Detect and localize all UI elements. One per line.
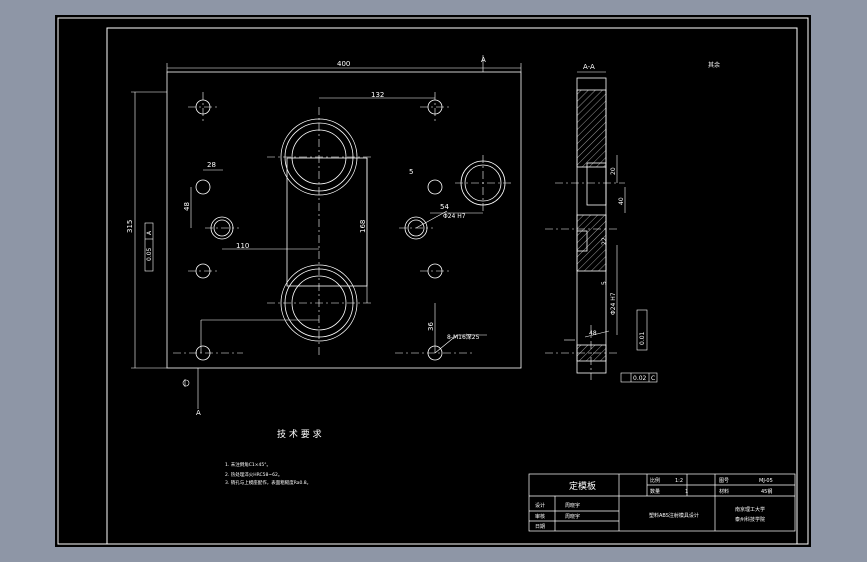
dim-132: 132	[371, 91, 384, 99]
hole-left-mid-inner	[213, 219, 231, 237]
side-dim-20: 20	[610, 167, 617, 175]
tolerance-frame-b	[636, 309, 648, 351]
check-value: 周晓宇	[565, 513, 580, 520]
side-dim-40: 40	[618, 197, 625, 205]
center-slot	[286, 157, 368, 287]
check-label: 审核	[535, 513, 545, 520]
side-dim-5: 5	[601, 281, 608, 285]
plan-view	[166, 71, 522, 369]
datum-frame-a	[144, 222, 154, 272]
school-name-2: 泰州科技学院	[735, 516, 765, 523]
drawing-no-value: MJ-05	[759, 478, 773, 484]
hole-right-mid-inner	[407, 219, 425, 237]
locating-ring-inner	[464, 164, 502, 202]
plate-outline	[166, 71, 522, 369]
date-label: 日期	[535, 524, 545, 530]
scale-value: 1:2	[675, 478, 683, 484]
section-dimension-lines	[564, 71, 626, 341]
section-label: A-A	[583, 63, 595, 71]
design-label: 设计	[535, 502, 545, 509]
tolerance-value-a: 0.05	[146, 247, 153, 261]
requirement-item: 1. 未注倒角C1×45°。	[225, 461, 271, 468]
dim-54: 54	[440, 203, 449, 211]
qty-value: 1	[685, 489, 688, 495]
requirement-item: 3. 销孔与上模座配作，表面粗糙度Ra0.8。	[225, 479, 311, 486]
section-hatch-top	[576, 89, 607, 168]
drawing-canvas[interactable]: 400 315 132 28 48 110 168 54 36 5 A A Φ2…	[55, 15, 811, 547]
cut-marker-top: A	[481, 56, 486, 64]
qty-label: 数量	[650, 488, 660, 495]
lower-bushing-inner	[291, 275, 347, 331]
side-dim-hole: Φ24 H7	[610, 292, 617, 315]
outer-border	[57, 17, 809, 545]
inner-border	[106, 27, 798, 545]
cut-marker-bottom: A	[196, 409, 201, 417]
side-dim-22: 22	[601, 237, 608, 245]
school-name-1: 南京理工大学	[735, 506, 765, 513]
hole-note-2: 8-M16深25	[447, 333, 480, 341]
material-label: 材料	[719, 488, 729, 495]
section-pocket	[586, 162, 607, 206]
dim-height: 315	[126, 220, 134, 233]
hole-left-upper	[195, 179, 211, 195]
title-block	[528, 473, 796, 532]
dim-36: 36	[427, 322, 435, 331]
requirements-title: 技 术 要 求	[277, 428, 322, 440]
roughness-note: 其余	[708, 61, 720, 69]
dim-28: 28	[207, 161, 216, 169]
part-name: 定模板	[569, 480, 596, 492]
drawing-sheet: 400 315 132 28 48 110 168 54 36 5 A A Φ2…	[57, 17, 809, 545]
tolerance-value-b: 0.01	[639, 331, 646, 345]
dim-110: 110	[236, 242, 249, 250]
hole-note: Φ24 H7	[443, 213, 466, 220]
drawing-no-label: 图号	[719, 478, 729, 484]
dim-168: 168	[359, 220, 367, 233]
datum-label-c: C	[651, 375, 655, 382]
tolerance-value-c: 0.02	[633, 375, 647, 382]
project-name: 塑料ABS注射模具设计	[649, 512, 699, 519]
hole-right-upper	[427, 179, 443, 195]
section-view	[576, 77, 607, 374]
design-value: 周晓宇	[565, 502, 580, 509]
scale-label: 比例	[650, 477, 660, 484]
section-centerlines	[545, 182, 625, 380]
datum-symbol	[182, 379, 190, 387]
lower-bushing-outer	[280, 264, 358, 342]
tolerance-frame-c	[620, 372, 658, 383]
dim-5: 5	[409, 168, 413, 176]
requirement-item: 2. 热处理淬火HRC58~62。	[225, 471, 282, 478]
dim-width: 400	[337, 60, 350, 68]
datum-label-a: A	[146, 230, 153, 235]
section-recess	[576, 230, 588, 252]
dimension-lines	[131, 55, 522, 409]
material-value: 45钢	[761, 488, 772, 495]
dim-48: 48	[183, 202, 191, 211]
side-dim-48: 48	[589, 330, 597, 337]
